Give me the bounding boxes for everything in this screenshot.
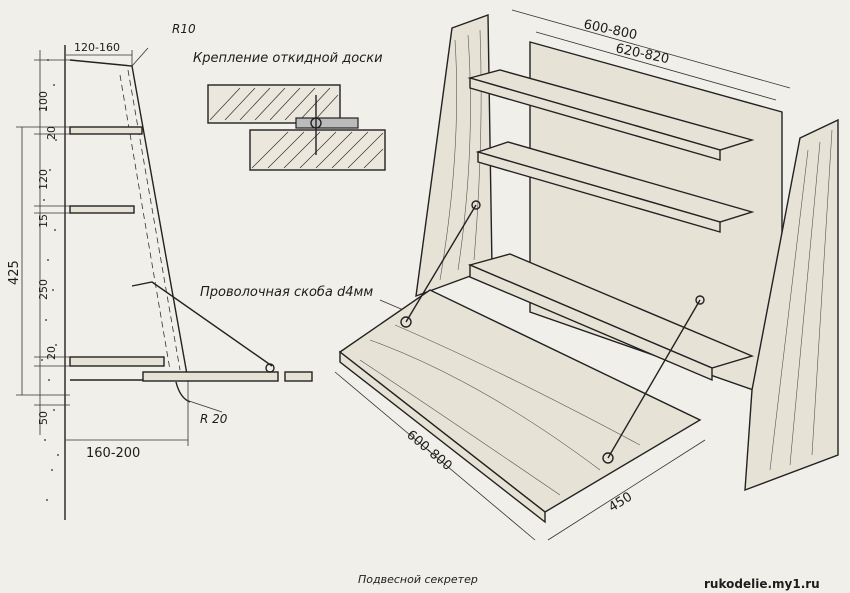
shelf-middle-front bbox=[477, 151, 721, 233]
shelf-section-top bbox=[69, 126, 143, 135]
side-section-view: R10 120-160 160-200 R 20 425 100 20 120 … bbox=[7, 22, 313, 520]
shelf-section-bottom bbox=[69, 356, 165, 367]
wire-bracket-side bbox=[131, 281, 273, 367]
isometric-view bbox=[334, 9, 839, 541]
figure-caption: Подвесной секретер bbox=[358, 573, 478, 586]
dim-line-shelf-inner bbox=[511, 9, 791, 89]
wire-stay-left bbox=[405, 204, 477, 323]
r10-leader bbox=[131, 47, 149, 67]
wire-stay-right bbox=[607, 299, 701, 459]
watermark: rukodelie.my1.ru bbox=[704, 577, 820, 591]
side-panel-hidden-edge bbox=[127, 69, 181, 371]
dim-250: 250 bbox=[37, 279, 50, 300]
lower-board-hatch bbox=[251, 131, 384, 169]
dim-bottom-width: 160-200 bbox=[86, 446, 140, 461]
r20-label: R 20 bbox=[200, 412, 228, 426]
side-panel-outline bbox=[69, 59, 189, 381]
dim-line-board-length bbox=[334, 371, 536, 541]
wall-stipple bbox=[41, 59, 59, 501]
wire-stay-right-top bbox=[695, 295, 705, 305]
dim-ticks bbox=[16, 59, 70, 406]
side-panel-hidden-edge-2 bbox=[119, 74, 171, 371]
dim-board-depth: 450 bbox=[606, 490, 635, 516]
left-side-grain bbox=[439, 29, 482, 281]
folding-board-edge bbox=[339, 350, 546, 524]
board-mount-label: Крепление откидной доски bbox=[193, 51, 383, 66]
dim-shelf-len-inner: 600-800 bbox=[582, 17, 638, 43]
wire-stay-left-top bbox=[471, 200, 481, 210]
folding-board-end bbox=[284, 371, 313, 382]
dim-top-width: 120-160 bbox=[74, 41, 120, 54]
shelf-bottom-front bbox=[469, 263, 713, 382]
dim-line-shelf-outer bbox=[535, 31, 777, 101]
folding-board-grain bbox=[359, 324, 641, 496]
dim-15: 15 bbox=[37, 214, 50, 228]
right-side-panel bbox=[744, 118, 839, 492]
dim-100: 100 bbox=[37, 91, 50, 112]
shelf-top-front bbox=[469, 77, 721, 161]
upper-board-hatch bbox=[209, 87, 339, 121]
dim-120: 120 bbox=[37, 169, 50, 190]
r10-label: R10 bbox=[172, 22, 196, 36]
wire-stay-left-bottom bbox=[400, 316, 412, 328]
r20-leader bbox=[185, 399, 223, 413]
wire-stay-right-bottom bbox=[602, 452, 614, 464]
wire-bracket-label: Проволочная скоба d4мм bbox=[200, 285, 373, 300]
right-side-grain bbox=[769, 129, 833, 471]
dim-line-board-depth bbox=[547, 439, 706, 541]
dim-total-height: 425 bbox=[7, 260, 22, 285]
folding-board-section bbox=[142, 371, 279, 382]
dim-20-bottom: 20 bbox=[45, 346, 58, 360]
shelf-section-middle bbox=[69, 205, 135, 214]
dim-50: 50 bbox=[37, 411, 50, 425]
hinge-plate bbox=[295, 117, 359, 129]
dim-20-top: 20 bbox=[45, 126, 58, 140]
hinge-detail: Крепление откидной доски bbox=[193, 51, 386, 171]
dim-shelf-len-outer: 620-820 bbox=[614, 41, 670, 67]
wire-bracket-pivot bbox=[265, 363, 275, 373]
